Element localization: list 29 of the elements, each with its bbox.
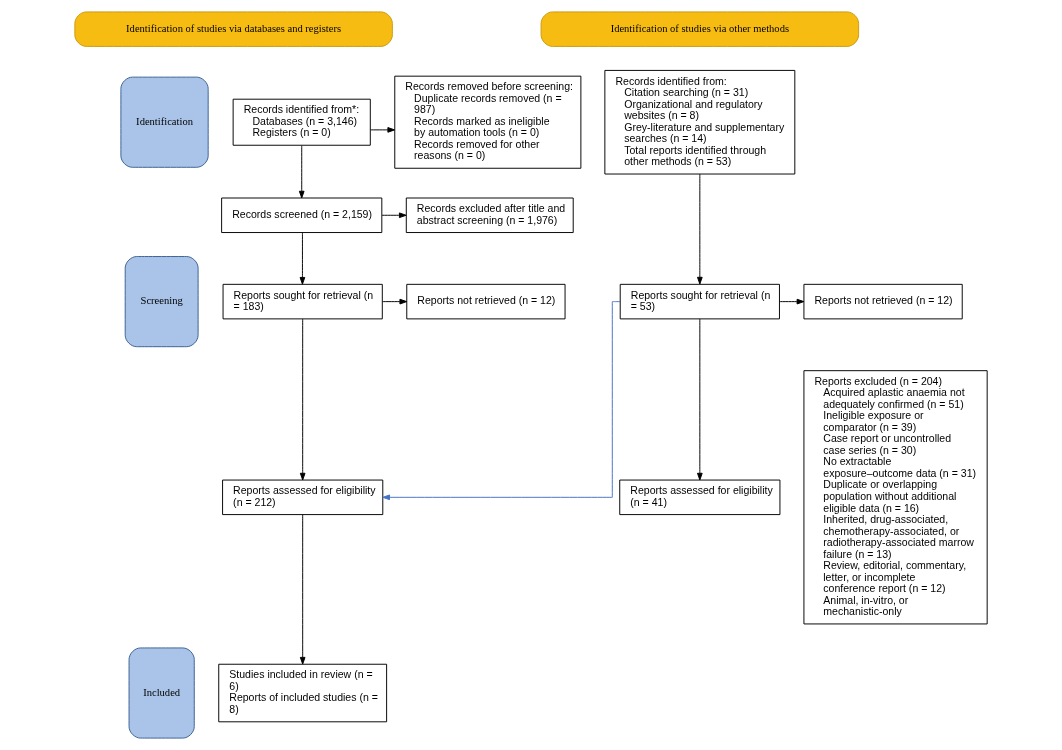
node-box: Included [128, 647, 195, 739]
arrow [381, 212, 407, 219]
node-box: Records removed before screening: Duplicate records removed (n = 987) Records marked as ineligible by automation tools (n = 0) Records removed for other reasons (n = 0) [394, 75, 582, 169]
arrow [370, 127, 396, 133]
node-box: Reports not retrieved (n = 12) [803, 283, 963, 320]
node-box: Reports sought for retrieval (n = 183) [222, 283, 383, 320]
node-box: Reports excluded (n = 204) Acquired aplastic anaemia not adequately confirmed (n = 51) Ineligible exposure or comparator (n = 39) Case report or uncontrolled case series (n = 30) No extractable exposure–outcome data (n = 31) Duplicate or overlapping population without additional eligible data (n = 16) Inherited, drug-associated, chemotherapy-associated, or radiotherapy-associated marrow failure (n = 13) Review, editorial, commentary, letter, or incomplete conference report (n = 12) Animal, in-vitro, or mechanistic-only [803, 370, 988, 625]
arrow [299, 514, 306, 665]
node-box: Studies included in review (n = 6) Reports of included studies (n = 8) [218, 663, 388, 723]
node-box: Reports assessed for eligibility (n = 212) [222, 479, 384, 516]
node-box: Records identified from*: Databases (n = 3,146) Registers (n = 0) [232, 98, 371, 146]
arrow [299, 232, 306, 285]
arrow [779, 298, 805, 305]
node-box: Screening [124, 256, 199, 348]
arrow [382, 301, 621, 501]
node-box: Records excluded after title and abstract screening (n = 1,976) [405, 197, 574, 233]
node-box: Reports assessed for eligibility (n = 41) [619, 479, 781, 516]
node-box: Records screened (n = 2,159) [221, 197, 383, 233]
node-box: Records identified from: Citation searching (n = 31) Organizational and regulatory websites (n = 8) Grey-literature and supplementary searches (n = 14) Total reports identified through other methods (n = 53) [604, 69, 796, 175]
node-box: Reports sought for retrieval (n = 53) [619, 283, 780, 320]
node-box: Identification of studies via other methods [540, 11, 860, 47]
arrow [298, 145, 305, 199]
node-box: Identification of studies via databases and registers [74, 11, 393, 47]
arrow [697, 173, 703, 285]
node-box: Reports not retrieved (n = 12) [406, 283, 566, 320]
node-box: Identification [120, 76, 209, 168]
arrow [697, 318, 703, 481]
arrow [299, 318, 306, 481]
arrow [382, 298, 408, 305]
